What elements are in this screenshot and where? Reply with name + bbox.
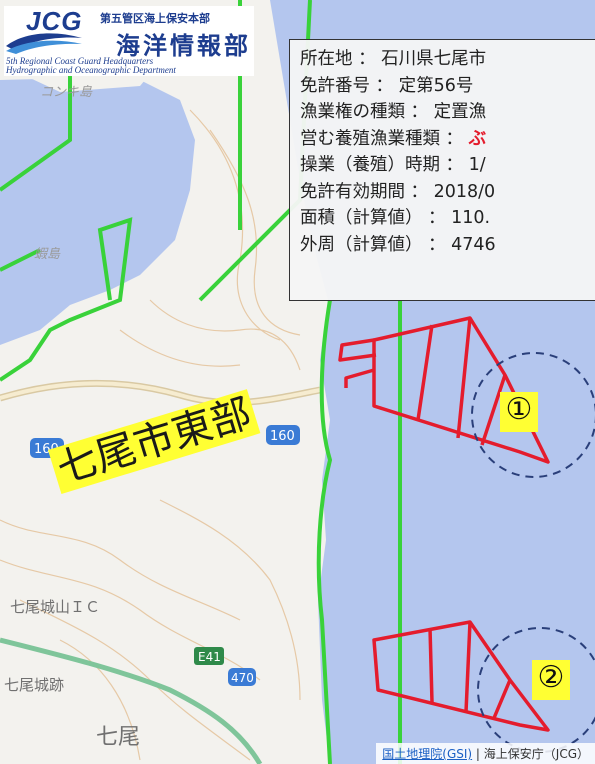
fishery-info-panel: 所在地 ： 石川県七尾市 免許番号 ： 定第56号 漁業権の種類 ： 定置漁 営…	[289, 39, 595, 301]
logo-english-line1: 5th Regional Coast Guard Headquarters	[6, 56, 154, 66]
label-e41: E41	[198, 650, 221, 664]
marker-badge-1[interactable]: ①	[500, 392, 538, 432]
jcg-logo: JCG 第五管区海上保安本部 海洋情報部 5th Regional Coast …	[4, 6, 254, 76]
sea-west-bay	[0, 78, 195, 345]
label-island: 蝦島	[34, 247, 61, 262]
roads	[0, 379, 321, 764]
label-road-160b: 160	[270, 429, 295, 444]
label-island-north: コンキ島	[40, 85, 93, 100]
info-row-location: 所在地 ： 石川県七尾市	[300, 49, 487, 69]
label-castle: 七尾城跡	[4, 676, 64, 694]
map-text-labels: コンキ島 蝦島 160 160 七尾城山ＩＣ 七尾城跡 E41 470 七尾	[4, 85, 295, 750]
gsi-link[interactable]: 国土地理院(GSI)	[382, 747, 473, 761]
wave-emblem-icon	[6, 33, 82, 54]
info-row-right-type: 漁業権の種類 ： 定置漁	[300, 102, 487, 122]
map-attribution: 国土地理院(GSI) | 海上保安庁（JCG）	[376, 743, 595, 764]
info-row-validity-period: 免許有効期間 ： 2018/0	[300, 181, 496, 202]
label-town: 七尾	[96, 725, 140, 750]
label-ic: 七尾城山ＩＣ	[10, 598, 100, 616]
label-r470: 470	[231, 671, 254, 685]
logo-department: 海洋情報部	[116, 32, 251, 60]
island-north	[30, 74, 150, 92]
fishery-zone-1[interactable]	[338, 316, 550, 464]
logo-acronym: JCG	[26, 6, 83, 36]
logo-region: 第五管区海上保安本部	[100, 12, 210, 25]
info-row-license-number: 免許番号 ： 定第56号	[300, 75, 474, 96]
info-row-operation-period: 操業（養殖）時期 ： 1/	[300, 155, 486, 175]
info-row-perimeter: 外周（計算値） ： 4746	[300, 234, 496, 255]
info-row-area: 面積（計算値） ： 110.	[300, 208, 491, 228]
jcg-credit: 海上保安庁（JCG）	[483, 747, 589, 761]
marker-badge-2[interactable]: ②	[532, 660, 570, 700]
info-row-aquaculture-type: 営む養殖漁業種類 ： ぶ	[300, 128, 487, 149]
fishery-zone-2[interactable]	[372, 620, 550, 732]
logo-english-line2: Hydrographic and Oceanographic Departmen…	[6, 65, 176, 75]
road-shields	[30, 425, 300, 686]
